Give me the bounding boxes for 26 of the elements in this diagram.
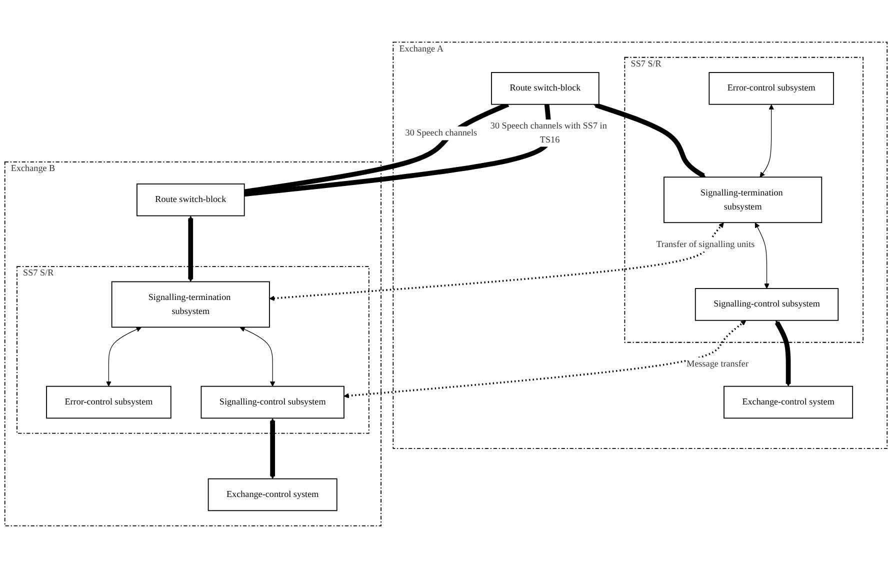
node-box: Exchange-control system <box>724 386 854 419</box>
node-box: Route switch-block <box>491 72 600 105</box>
node-box: Signalling-control subsystem <box>200 386 344 419</box>
edge-label: Transfer of signalling units <box>656 240 755 250</box>
arrow <box>240 326 276 387</box>
arrow <box>593 102 706 178</box>
arrow <box>344 320 746 398</box>
arrow <box>754 222 770 289</box>
arrow <box>106 326 142 387</box>
node-box: Signalling-termination subsystem <box>664 176 822 224</box>
node-box: Error-control subsystem <box>46 386 172 419</box>
node-box: Signalling-control subsystem <box>694 288 839 321</box>
node-box: Error-control subsystem <box>708 72 834 105</box>
connector <box>244 102 510 194</box>
arrow <box>760 104 774 178</box>
node-box: Route switch-block <box>136 183 245 216</box>
connector <box>244 104 552 197</box>
arrow <box>270 418 276 480</box>
arrow <box>774 320 791 387</box>
edge-label: 30 Speech channels with SS7 in TS16 <box>490 121 607 145</box>
node-box: Signalling-termination subsystem <box>111 281 270 328</box>
arrow <box>269 222 724 301</box>
edge-label: Message transfer <box>686 359 748 370</box>
arrow <box>188 216 194 282</box>
edge-label: 30 Speech channels <box>405 128 478 138</box>
node-box: Exchange-control system <box>208 478 338 512</box>
